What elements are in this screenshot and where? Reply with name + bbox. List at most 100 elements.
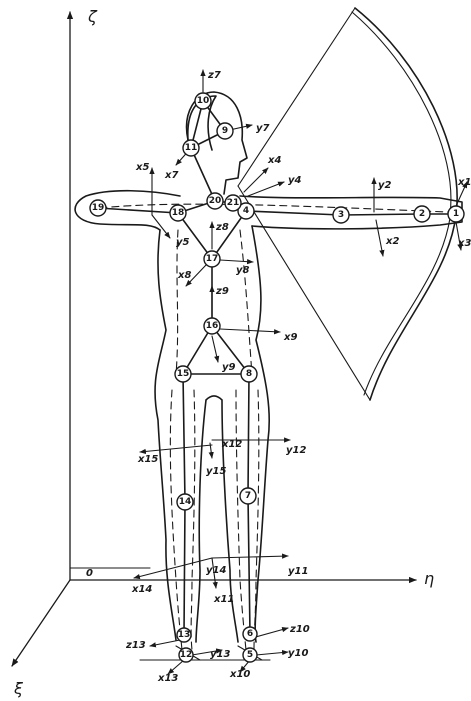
svg-text:2: 2 — [419, 209, 425, 219]
joint-11: 11 — [183, 140, 199, 156]
label-x15: x15 — [137, 454, 158, 465]
label-x12: x12 — [221, 439, 242, 450]
svg-text:19: 19 — [92, 203, 105, 213]
label-x3: x3 — [457, 238, 471, 249]
label-x11: x11 — [213, 594, 234, 605]
label-y15: y15 — [206, 466, 226, 477]
joint-6: 6 — [243, 627, 257, 641]
svg-text:1: 1 — [453, 209, 459, 219]
bow-string-upper — [238, 8, 355, 186]
svg-text:16: 16 — [206, 321, 219, 331]
svg-text:10: 10 — [197, 96, 210, 106]
joints: 1 2 3 4 5 6 7 8 9 10 11 12 13 14 15 16 1… — [90, 93, 464, 662]
arrow-x9 — [220, 329, 280, 332]
svg-text:4: 4 — [243, 206, 249, 216]
inner-legs — [196, 396, 238, 642]
arrow-x13 — [168, 660, 184, 674]
arrow-x2 — [376, 220, 383, 256]
link-11-20 — [191, 148, 215, 201]
label-z8: z8 — [215, 222, 229, 233]
label-z7: z7 — [207, 70, 221, 81]
label-x5: x5 — [135, 162, 149, 173]
svg-text:18: 18 — [172, 208, 185, 218]
label-x8: x8 — [177, 270, 191, 281]
joint-21: 21 — [225, 195, 241, 211]
bow-limb-inner-lower — [364, 218, 450, 395]
label-y13: y13 — [210, 649, 230, 660]
arrow-y10 — [256, 652, 288, 655]
svg-text:3: 3 — [338, 210, 344, 220]
joint-14: 14 — [177, 494, 193, 510]
label-x14: x14 — [131, 584, 152, 595]
svg-text:20: 20 — [209, 196, 222, 206]
label-y12: y12 — [286, 445, 306, 456]
link-4-3 — [246, 211, 341, 215]
svg-text:9: 9 — [222, 126, 228, 136]
svg-text:14: 14 — [179, 497, 192, 507]
svg-text:8: 8 — [246, 369, 252, 379]
label-x9: x9 — [283, 332, 297, 343]
arrow-y8 — [220, 260, 253, 262]
label-y4: y4 — [288, 175, 302, 186]
label-x2: x2 — [385, 236, 399, 247]
torso-left — [155, 230, 176, 640]
label-x7: x7 — [164, 170, 178, 181]
label-y11: y11 — [288, 566, 308, 577]
label-z10: z10 — [289, 624, 310, 635]
svg-text:17: 17 — [206, 254, 219, 264]
origin-label: 0 — [86, 568, 93, 579]
label-y14: y14 — [206, 565, 226, 576]
svg-text:6: 6 — [247, 629, 253, 639]
joint-9: 9 — [217, 123, 233, 139]
label-y9: y9 — [222, 362, 236, 373]
joint-7: 7 — [240, 488, 256, 504]
link-7-6 — [248, 496, 250, 634]
link-15-14 — [183, 374, 185, 502]
arrow-y4 — [248, 182, 284, 196]
joint-13: 13 — [177, 628, 191, 642]
label-z13: z13 — [125, 640, 146, 651]
joint-12: 12 — [179, 648, 193, 662]
label-x1: x1 — [457, 177, 471, 188]
svg-text:21: 21 — [227, 198, 240, 208]
label-x4: x4 — [267, 155, 281, 166]
arrow-z13 — [150, 640, 180, 646]
joint-8: 8 — [241, 366, 257, 382]
label-y7: y7 — [256, 123, 270, 134]
xi-axis-label: ξ — [13, 679, 24, 698]
bow-string-lower — [238, 186, 370, 400]
joint-1: 1 — [448, 206, 464, 222]
label-y5: y5 — [176, 237, 190, 248]
svg-text:7: 7 — [245, 491, 251, 501]
label-x10: x10 — [229, 669, 250, 680]
zeta-axis-label: ζ — [87, 7, 98, 26]
joint-20: 20 — [207, 193, 223, 209]
svg-text:15: 15 — [177, 369, 190, 379]
svg-text:12: 12 — [180, 650, 193, 660]
label-z9: z9 — [215, 286, 229, 297]
svg-text:5: 5 — [247, 650, 253, 660]
arrow-y11 — [212, 556, 288, 558]
svg-text:13: 13 — [178, 630, 191, 640]
bow — [238, 8, 457, 400]
eta-axis-label: η — [424, 569, 434, 588]
joint-16: 16 — [204, 318, 220, 334]
link-19-18 — [98, 208, 178, 213]
joint-2: 2 — [414, 206, 430, 222]
label-y10: y10 — [288, 648, 308, 659]
link-3-2 — [341, 214, 422, 215]
label-y8: y8 — [236, 265, 250, 276]
joint-15: 15 — [175, 366, 191, 382]
link-14-13 — [184, 502, 185, 635]
label-x13: x13 — [157, 673, 178, 684]
svg-text:11: 11 — [185, 143, 198, 153]
joint-19: 19 — [90, 200, 106, 216]
joint-17: 17 — [204, 251, 220, 267]
xi-axis — [12, 580, 70, 666]
bow-limb — [355, 8, 457, 400]
joint-10: 10 — [195, 93, 211, 109]
link-8-7 — [248, 374, 249, 496]
joint-3: 3 — [333, 207, 349, 223]
joint-18: 18 — [170, 205, 186, 221]
